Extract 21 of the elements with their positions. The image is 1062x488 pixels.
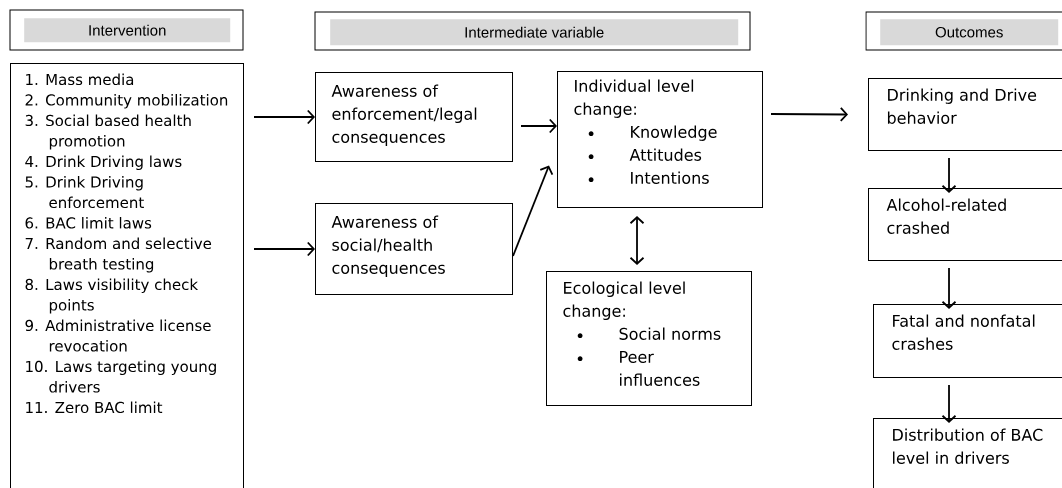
process-box: Awareness of enforcement/legal consequences: [315, 72, 513, 162]
process-box: Individual level change: Knowledge Attitudes Intentions: [557, 71, 763, 208]
column-header: Intervention: [9, 9, 244, 51]
numbered-list-box: 1. Mass media 2. Community mobilization 3. Social based health promotion 4. Drink Driving laws 5. Drink Driving enforcement 6. BAC limit laws 7. Random and selective breath testing 8. Laws visibility check points 9. Administrative license revocation 10. Laws targeting young drivers 11. Zero BAC limit: [10, 63, 244, 488]
arrow: [941, 384, 957, 423]
arrow: [520, 118, 557, 134]
arrow: [253, 109, 315, 125]
arrow: [253, 241, 315, 257]
arrow: [941, 157, 957, 193]
arrow: [770, 107, 848, 122]
process-box: Ecological level change: Social norms Peer influences: [546, 271, 752, 406]
process-box: Fatal and nonfatal crashes: [873, 304, 1062, 378]
arrow: [512, 165, 554, 257]
column-header: Intermediate variable: [314, 11, 751, 51]
process-box: Drinking and Drive behavior: [868, 78, 1062, 151]
process-box: Alcohol-related crashed: [868, 188, 1062, 261]
process-box: Distribution of BAC level in drivers: [873, 418, 1062, 488]
arrow: [629, 216, 645, 265]
process-box: Awareness of social/health consequences: [315, 203, 513, 295]
arrow: [941, 267, 957, 309]
column-header: Outcomes: [865, 11, 1062, 51]
